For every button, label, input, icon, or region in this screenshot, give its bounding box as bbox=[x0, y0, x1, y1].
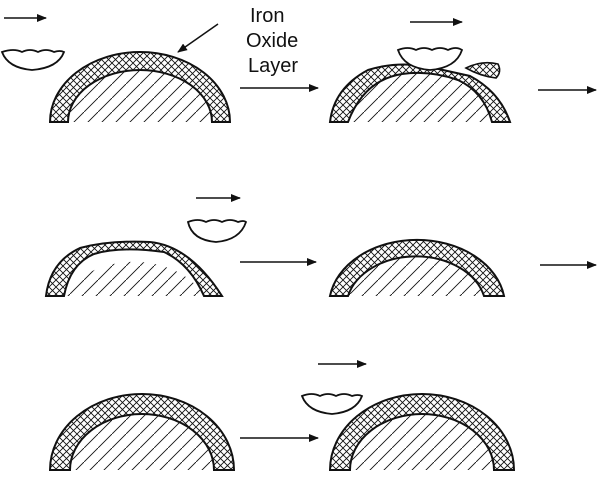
metal-core-3 bbox=[64, 262, 204, 296]
annotation-oxide: Oxide bbox=[246, 30, 298, 52]
panel-4-reforming bbox=[330, 240, 504, 296]
scraper-tool-1 bbox=[2, 50, 64, 70]
annotation-layer: Layer bbox=[248, 55, 298, 77]
panel-3-tool-leaving bbox=[46, 198, 246, 296]
panel-6-tool-approach bbox=[302, 364, 514, 470]
panel-5-full-oxide bbox=[50, 394, 234, 470]
annotation-iron: Iron bbox=[250, 5, 284, 27]
panel-2-scraping bbox=[330, 22, 510, 122]
label-leader-line bbox=[178, 24, 218, 52]
panel-1-intact-oxide: Iron Oxide Layer bbox=[2, 5, 298, 122]
scraper-tool-3 bbox=[188, 220, 246, 242]
scraper-tool-6 bbox=[302, 394, 362, 414]
